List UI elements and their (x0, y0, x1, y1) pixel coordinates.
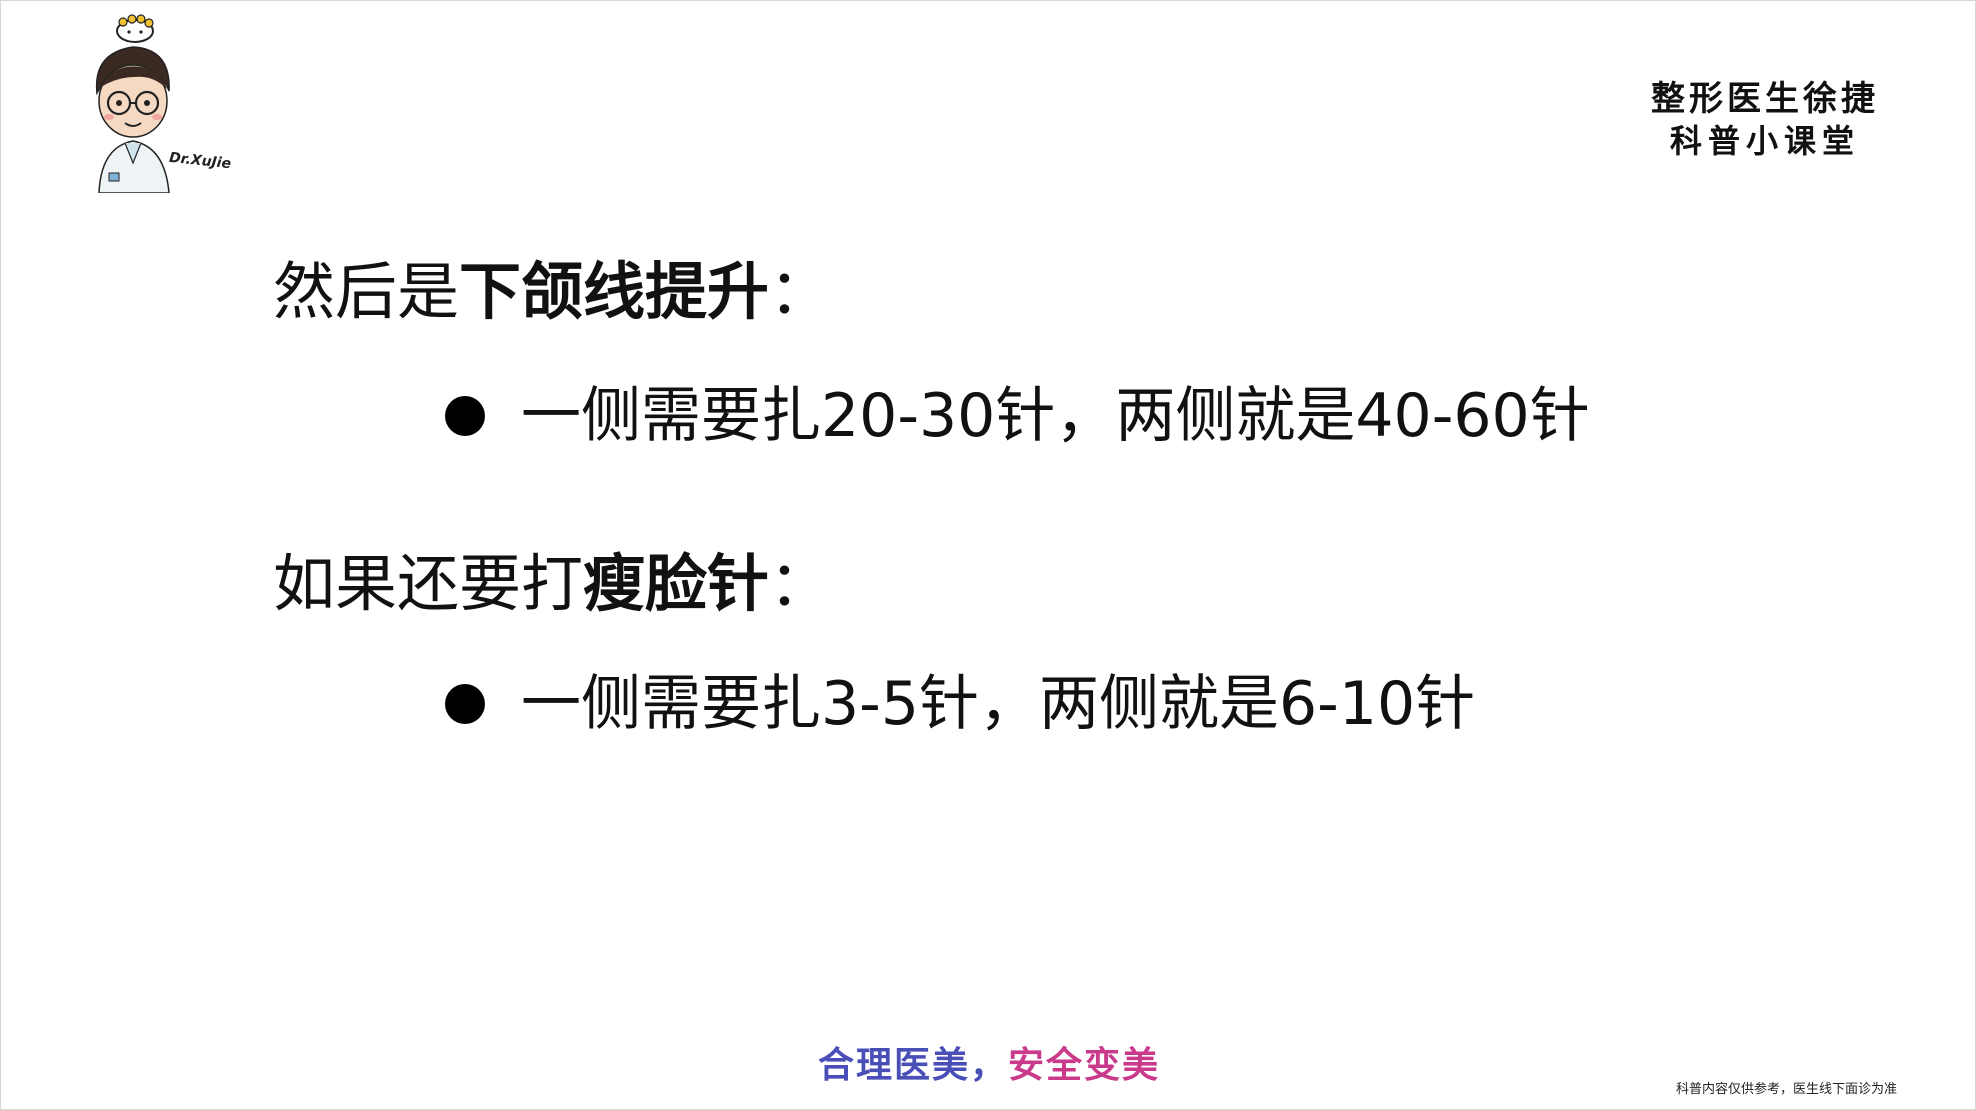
brand-line-1: 整形医生徐捷 (1651, 79, 1879, 119)
footer-disclaimer: 科普内容仅供参考，医生线下面诊为准 (1675, 1082, 1897, 1097)
bullet-dot-icon (445, 684, 485, 724)
heading-prefix: 然后是 (273, 255, 460, 328)
section-heading-jawline: 然后是下颌线提升： (273, 261, 831, 323)
heading-suffix: ： (769, 547, 832, 620)
section-heading-slim-face: 如果还要打瘦脸针： (273, 553, 831, 615)
hat-creature-icon (116, 14, 154, 43)
footer-slogan: 合理医美，安全变美 (1, 1036, 1976, 1088)
slogan-part-1: 合理医美， (817, 1045, 1008, 1086)
bullet-text-2: 针，两侧就是 (919, 669, 1279, 739)
bullet-text-2: 针，两侧就是 (995, 381, 1356, 451)
slogan-part-2: 安全变美 (1008, 1045, 1161, 1086)
bullet-dot-icon (445, 396, 485, 436)
brand-title: 整形医生徐捷 科普小课堂 (1625, 77, 1905, 163)
heading-keyword: 瘦脸针 (583, 547, 770, 620)
doctor-avatar (95, 14, 170, 193)
bullet-text-3: 针 (1529, 381, 1590, 451)
bullet-number-1: 3-5 (821, 669, 919, 739)
bullet-number-2: 40-60 (1355, 381, 1530, 451)
bullet-number-1: 20-30 (821, 381, 996, 451)
bullet-text-1: 一侧需要扎 (521, 669, 821, 739)
heading-suffix: ： (769, 255, 832, 328)
bullet-text-1: 一侧需要扎 (521, 381, 821, 451)
bullet-text-3: 针 (1415, 669, 1476, 739)
brand-line-2: 科普小课堂 (1669, 122, 1860, 161)
heading-prefix: 如果还要打 (273, 547, 584, 620)
heading-keyword: 下颌线提升 (459, 255, 770, 328)
bullet-number-2: 6-10 (1279, 669, 1416, 739)
